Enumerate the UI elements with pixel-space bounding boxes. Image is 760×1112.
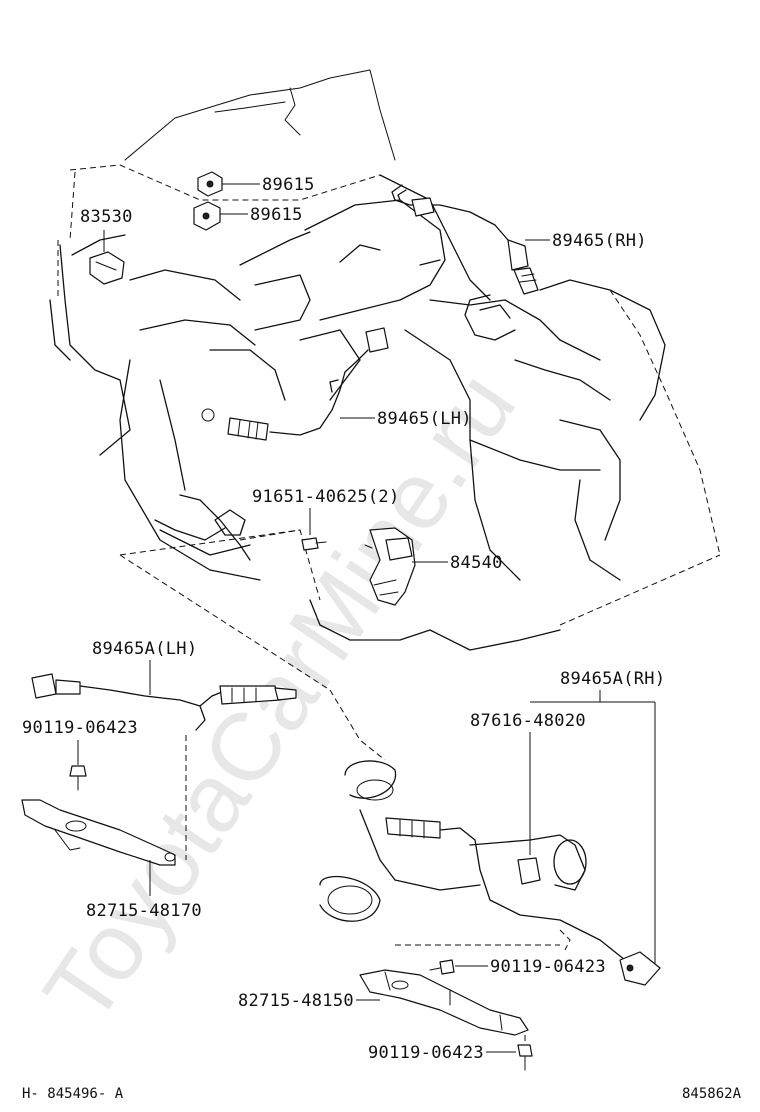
bolt-rh-upper-icon	[429, 959, 455, 975]
bracket-rh-label: 82715-48150	[238, 991, 354, 1011]
bolt-lh-label: 90119-06423	[22, 718, 138, 738]
switch-bolt-label: 91651-40625(2)	[252, 487, 400, 507]
knock-sensor-bottom-label: 89615	[250, 205, 303, 225]
switch-bolt-icon	[301, 537, 327, 551]
knock-sensor-bottom-icon	[193, 201, 221, 231]
oxygen-sensor-lh-icon	[201, 327, 389, 441]
footer-right-code: 845862A	[682, 1086, 742, 1102]
bolt-rh-upper-label: 90119-06423	[490, 957, 606, 977]
neutral-start-switch-label: 84540	[450, 553, 503, 573]
af-sensor-rh-icon	[385, 817, 661, 986]
oxygen-sensor-rh-icon	[391, 184, 539, 295]
clamp-rh-label: 87616-48020	[470, 711, 586, 731]
af-sensor-lh-icon	[31, 673, 297, 731]
bracket-lh-label: 82715-48170	[86, 901, 202, 921]
bracket-rh-icon	[359, 944, 560, 1036]
footer-left-code: H- 845496- A	[22, 1086, 124, 1102]
knock-sensor-top-icon	[197, 171, 223, 197]
bracket-lh-icon	[21, 735, 187, 866]
temperature-sensor-label: 83530	[80, 207, 133, 227]
engine-outline	[49, 69, 721, 691]
neutral-start-switch-icon	[364, 527, 416, 606]
exhaust-pipe-rh-icon	[319, 689, 587, 922]
temperature-sensor-icon	[89, 251, 125, 285]
af-sensor-lh-label: 89465A(LH)	[92, 639, 197, 659]
bolt-lh-icon	[69, 765, 87, 791]
oxygen-sensor-lh-label: 89465(LH)	[377, 409, 472, 429]
oxygen-sensor-rh-label: 89465(RH)	[552, 231, 647, 251]
bolt-rh-lower-icon	[517, 1035, 533, 1071]
af-sensor-rh-label: 89465A(RH)	[560, 669, 665, 689]
knock-sensor-top-label: 89615	[262, 175, 315, 195]
bolt-rh-lower-label: 90119-06423	[368, 1043, 484, 1063]
